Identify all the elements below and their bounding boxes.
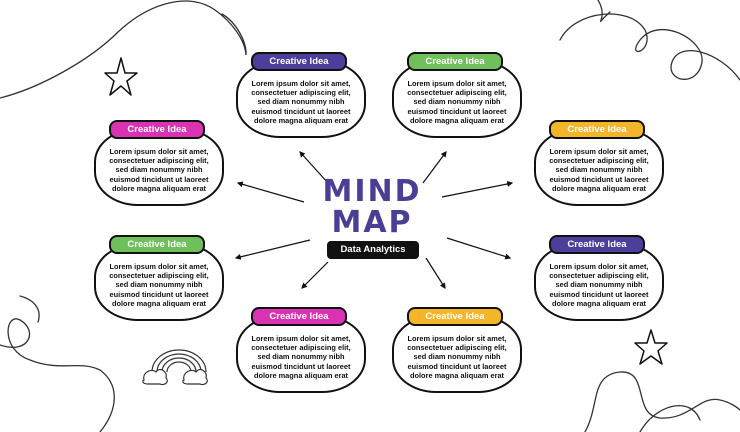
idea-label: Creative Idea xyxy=(109,235,205,254)
arrow-lower-right xyxy=(446,237,512,260)
arrow-upper-left xyxy=(236,181,305,203)
idea-text: Lorem ipsum dolor sit amet, consectetuer… xyxy=(549,146,649,193)
idea-node-bottom-left: Lorem ipsum dolor sit amet, consectetuer… xyxy=(236,307,366,397)
idea-node-lower-right: Lorem ipsum dolor sit amet, consectetuer… xyxy=(534,235,664,325)
idea-card: Lorem ipsum dolor sit amet, consectetuer… xyxy=(392,315,522,393)
idea-label: Creative Idea xyxy=(251,52,347,71)
idea-card: Lorem ipsum dolor sit amet, consectetuer… xyxy=(94,128,224,206)
arrow-top-right xyxy=(422,151,447,184)
squiggle-top-right-2 xyxy=(597,0,611,22)
idea-label: Creative Idea xyxy=(407,52,503,71)
subtitle-badge: Data Analytics xyxy=(327,241,419,259)
idea-text: Lorem ipsum dolor sit amet, consectetuer… xyxy=(549,261,649,308)
idea-node-upper-left: Lorem ipsum dolor sit amet, consectetuer… xyxy=(94,120,224,210)
idea-text: Lorem ipsum dolor sit amet, consectetuer… xyxy=(407,333,507,380)
arrow-bottom-left xyxy=(301,261,329,289)
title-line-1: MIND xyxy=(322,174,422,209)
idea-text: Lorem ipsum dolor sit amet, consectetuer… xyxy=(251,333,351,380)
idea-card: Lorem ipsum dolor sit amet, consectetuer… xyxy=(236,315,366,393)
squiggle-bottom-right xyxy=(584,371,740,432)
idea-card: Lorem ipsum dolor sit amet, consectetuer… xyxy=(392,60,522,138)
title-line-2: MAP xyxy=(331,205,413,240)
arrow-lower-left xyxy=(234,239,311,260)
idea-card: Lorem ipsum dolor sit amet, consectetuer… xyxy=(534,243,664,321)
arrow-bottom-right xyxy=(425,257,446,290)
idea-label: Creative Idea xyxy=(109,120,205,139)
idea-text: Lorem ipsum dolor sit amet, consectetuer… xyxy=(109,146,209,193)
idea-label: Creative Idea xyxy=(549,235,645,254)
squiggle-bottom-left-2 xyxy=(19,295,40,323)
idea-text: Lorem ipsum dolor sit amet, consectetuer… xyxy=(251,78,351,125)
idea-node-upper-right: Lorem ipsum dolor sit amet, consectetuer… xyxy=(534,120,664,210)
idea-node-top-right: Lorem ipsum dolor sit amet, consectetuer… xyxy=(392,52,522,142)
arrow-top-left xyxy=(299,151,329,184)
arrow-upper-right xyxy=(441,180,514,198)
idea-card: Lorem ipsum dolor sit amet, consectetuer… xyxy=(534,128,664,206)
star-icon xyxy=(634,329,668,365)
star-icon xyxy=(104,57,138,96)
squiggle-top-left xyxy=(0,0,247,99)
rainbow-icon xyxy=(142,349,208,386)
mind-map-title: MIND MAP xyxy=(318,176,426,238)
idea-label: Creative Idea xyxy=(407,307,503,326)
idea-text: Lorem ipsum dolor sit amet, consectetuer… xyxy=(109,261,209,308)
squiggle-top-right xyxy=(559,13,740,81)
connector-arrows xyxy=(234,151,514,290)
squiggle-bottom-left xyxy=(0,318,115,432)
idea-card: Lorem ipsum dolor sit amet, consectetuer… xyxy=(94,243,224,321)
idea-node-lower-left: Lorem ipsum dolor sit amet, consectetuer… xyxy=(94,235,224,325)
idea-card: Lorem ipsum dolor sit amet, consectetuer… xyxy=(236,60,366,138)
idea-node-top-left: Lorem ipsum dolor sit amet, consectetuer… xyxy=(236,52,366,142)
idea-text: Lorem ipsum dolor sit amet, consectetuer… xyxy=(407,78,507,125)
squiggle-bottom-right-2 xyxy=(639,405,701,432)
idea-label: Creative Idea xyxy=(251,307,347,326)
idea-label: Creative Idea xyxy=(549,120,645,139)
idea-node-bottom-right: Lorem ipsum dolor sit amet, consectetuer… xyxy=(392,307,522,397)
